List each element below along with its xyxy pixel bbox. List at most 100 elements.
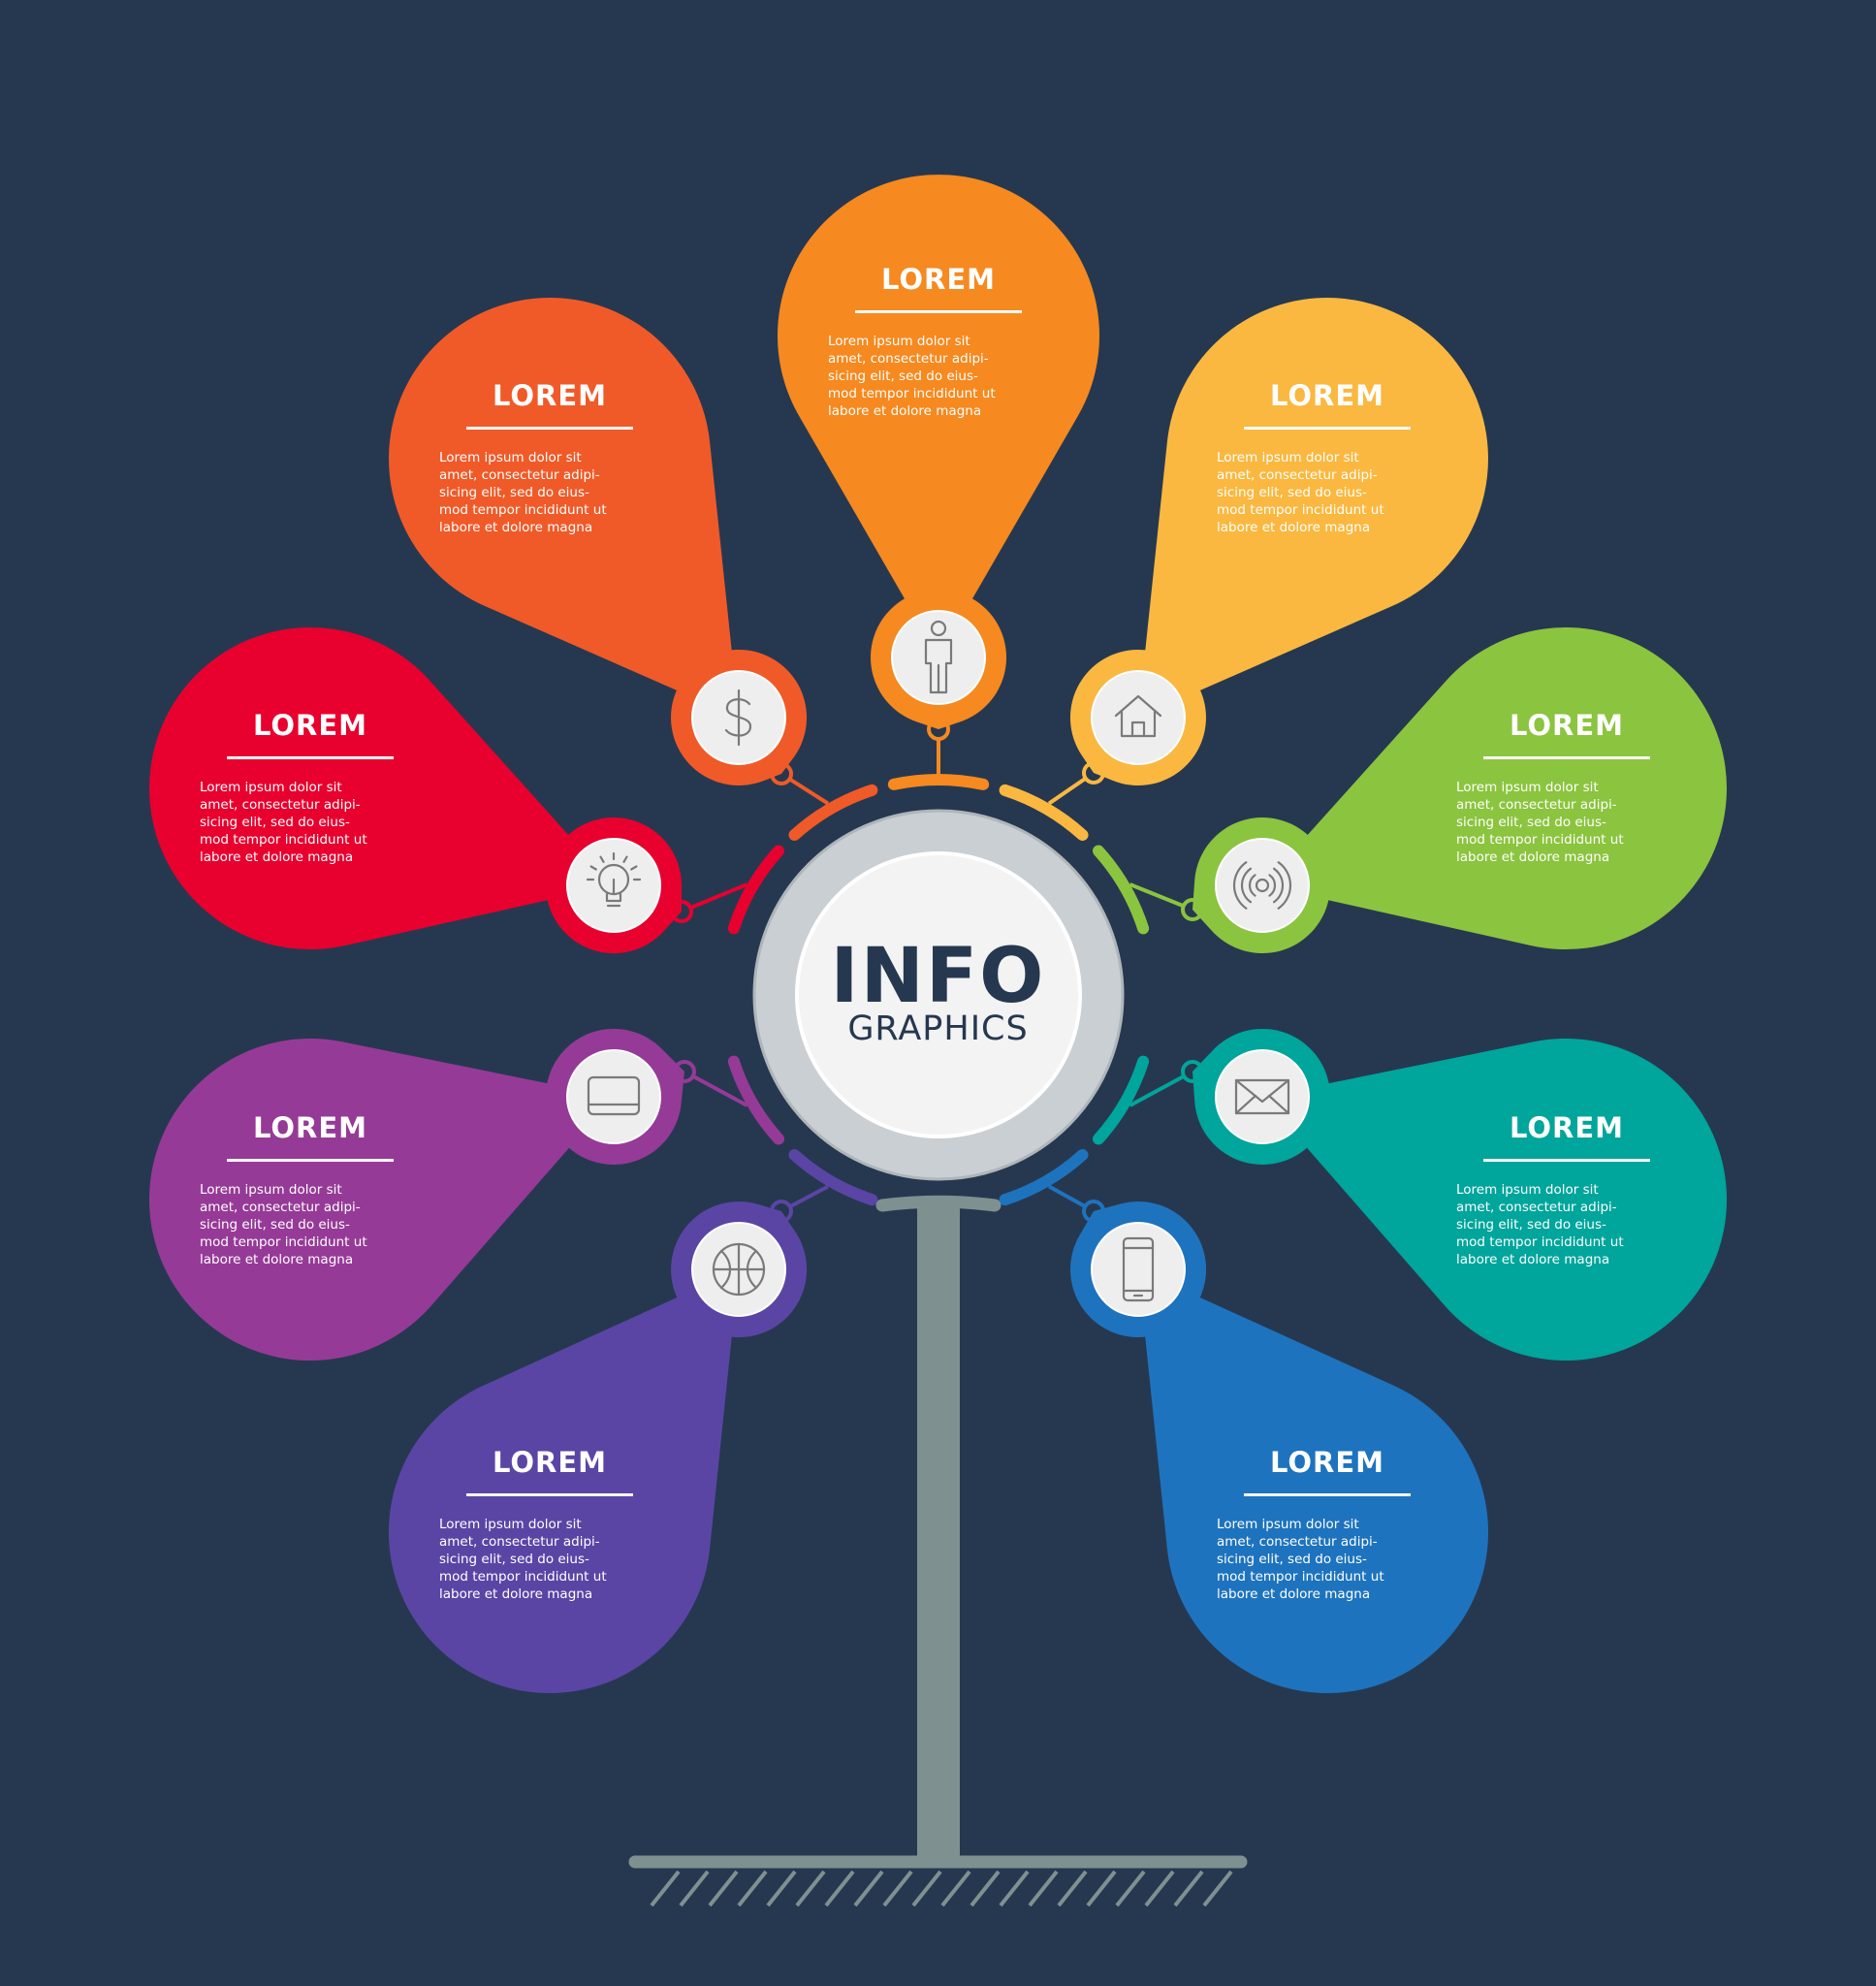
petal-body: Lorem ipsum dolor sit amet, consectetur … bbox=[828, 334, 996, 419]
hub-group bbox=[752, 809, 1125, 1181]
icon-face-amber bbox=[891, 610, 986, 705]
hatch-mark bbox=[766, 1870, 797, 1907]
petal-label-green: LOREM Lorem ipsum dolor sit amet, consect… bbox=[1452, 708, 1681, 866]
petal-body: Lorem ipsum dolor sit amet, consectetur … bbox=[439, 450, 607, 535]
icon-face-teal bbox=[1215, 1049, 1310, 1144]
petal-title-underline bbox=[1483, 1159, 1650, 1162]
connector-red bbox=[681, 882, 748, 913]
petal-title-underline bbox=[855, 310, 1022, 313]
petal-blob-amber bbox=[778, 175, 1100, 658]
petal-title: LOREM bbox=[1509, 709, 1625, 742]
hatch-mark bbox=[824, 1870, 855, 1907]
hatch-mark bbox=[679, 1870, 710, 1907]
ground-hatching bbox=[650, 1870, 1233, 1907]
hatch-mark bbox=[650, 1870, 681, 1907]
petal-title: LOREM bbox=[492, 1446, 608, 1479]
center-title: INFO bbox=[830, 933, 1046, 1020]
petal-indigo bbox=[388, 1184, 829, 1694]
home-icon bbox=[1114, 694, 1162, 738]
petal-blob-orange bbox=[389, 298, 739, 718]
petal-title: LOREM bbox=[492, 379, 608, 412]
hatch-mark bbox=[1173, 1870, 1204, 1907]
ball-icon bbox=[712, 1242, 766, 1297]
lightbulb-icon bbox=[586, 851, 642, 908]
ring-arc-yellow bbox=[999, 784, 1089, 842]
petal-label-blue: LOREM Lorem ipsum dolor sit amet, consect… bbox=[1213, 1445, 1442, 1603]
petal-body: Lorem ipsum dolor sit amet, consectetur … bbox=[1217, 450, 1384, 535]
hatch-mark bbox=[853, 1870, 884, 1907]
petal-title: LOREM bbox=[1509, 1111, 1625, 1144]
hatch-mark bbox=[882, 1870, 913, 1907]
hatch-mark bbox=[795, 1870, 826, 1907]
hatch-mark bbox=[999, 1870, 1030, 1907]
icon-face-blue bbox=[1091, 1222, 1186, 1317]
wireless-icon bbox=[1232, 861, 1292, 910]
petal-purple bbox=[148, 1028, 748, 1361]
icon-face-green bbox=[1215, 838, 1310, 933]
hatch-mark bbox=[970, 1870, 1001, 1907]
petal-body: Lorem ipsum dolor sit amet, consectetur … bbox=[1456, 1182, 1624, 1267]
dollar-icon bbox=[724, 689, 752, 747]
petal-blob-blue bbox=[1138, 1269, 1489, 1694]
ring-arc-green bbox=[1092, 845, 1150, 935]
stem-group bbox=[628, 1195, 1248, 1907]
petal-blob-teal bbox=[1262, 1039, 1728, 1361]
petal-label-purple: LOREM Lorem ipsum dolor sit amet, consect… bbox=[196, 1110, 425, 1268]
phone-icon bbox=[1122, 1236, 1155, 1302]
petal-title: LOREM bbox=[1269, 379, 1385, 412]
ring-arc-teal bbox=[1092, 1055, 1150, 1145]
petal-blob-green bbox=[1262, 627, 1728, 950]
ring-arc-blue bbox=[999, 1148, 1089, 1206]
stem-top-arc bbox=[875, 1195, 1002, 1212]
icon-face-purple bbox=[566, 1049, 661, 1144]
petal-label-orange: LOREM Lorem ipsum dolor sit amet, consect… bbox=[435, 378, 664, 536]
petal-body: Lorem ipsum dolor sit amet, consectetur … bbox=[200, 1182, 367, 1267]
hatch-mark bbox=[1028, 1870, 1059, 1907]
petal-title: LOREM bbox=[1269, 1446, 1385, 1479]
petal-yellow bbox=[1047, 298, 1488, 806]
ring-arc-purple bbox=[727, 1055, 785, 1145]
hatch-mark bbox=[1144, 1870, 1175, 1907]
petal-group bbox=[148, 175, 1728, 1694]
petal-blob-yellow bbox=[1138, 298, 1488, 718]
petal-blob-indigo bbox=[388, 1269, 739, 1694]
hatch-mark bbox=[1115, 1870, 1146, 1907]
icon-face-yellow bbox=[1091, 670, 1186, 765]
hatch-mark bbox=[1202, 1870, 1233, 1907]
petal-title: LOREM bbox=[252, 709, 368, 742]
petal-amber bbox=[778, 175, 1100, 774]
petal-red bbox=[148, 627, 748, 954]
laptop-icon bbox=[587, 1075, 641, 1116]
ring-arc-indigo bbox=[788, 1148, 878, 1206]
petal-blob-purple bbox=[148, 1039, 615, 1361]
petal-title-underline bbox=[466, 1493, 633, 1496]
connector-teal bbox=[1129, 1070, 1193, 1107]
ring-arc-group bbox=[727, 774, 1150, 1206]
ring-arc-amber bbox=[887, 774, 990, 790]
hub-face bbox=[795, 851, 1082, 1138]
petal-title-underline bbox=[1244, 427, 1411, 430]
petal-body: Lorem ipsum dolor sit amet, consectetur … bbox=[1456, 780, 1624, 865]
petal-blob-red bbox=[148, 627, 614, 950]
petal-title-underline bbox=[1244, 1493, 1411, 1496]
petal-orange bbox=[389, 298, 830, 806]
petal-title-underline bbox=[1483, 756, 1650, 759]
center-subtitle: GRAPHICS bbox=[847, 1009, 1029, 1048]
petal-label-teal: LOREM Lorem ipsum dolor sit amet, consect… bbox=[1452, 1110, 1681, 1268]
hatch-mark bbox=[1086, 1870, 1117, 1907]
petal-title-underline bbox=[466, 427, 633, 430]
ring-arc-orange bbox=[788, 784, 878, 842]
hatch-mark bbox=[1057, 1870, 1088, 1907]
petal-title: LOREM bbox=[252, 1111, 368, 1144]
petal-teal bbox=[1129, 1028, 1728, 1361]
petal-blue bbox=[1048, 1184, 1489, 1694]
hub-outer-edge bbox=[752, 809, 1125, 1181]
mail-icon bbox=[1234, 1078, 1290, 1115]
petal-body: Lorem ipsum dolor sit amet, consectetur … bbox=[1217, 1517, 1384, 1602]
petal-label-yellow: LOREM Lorem ipsum dolor sit amet, consect… bbox=[1213, 378, 1442, 536]
